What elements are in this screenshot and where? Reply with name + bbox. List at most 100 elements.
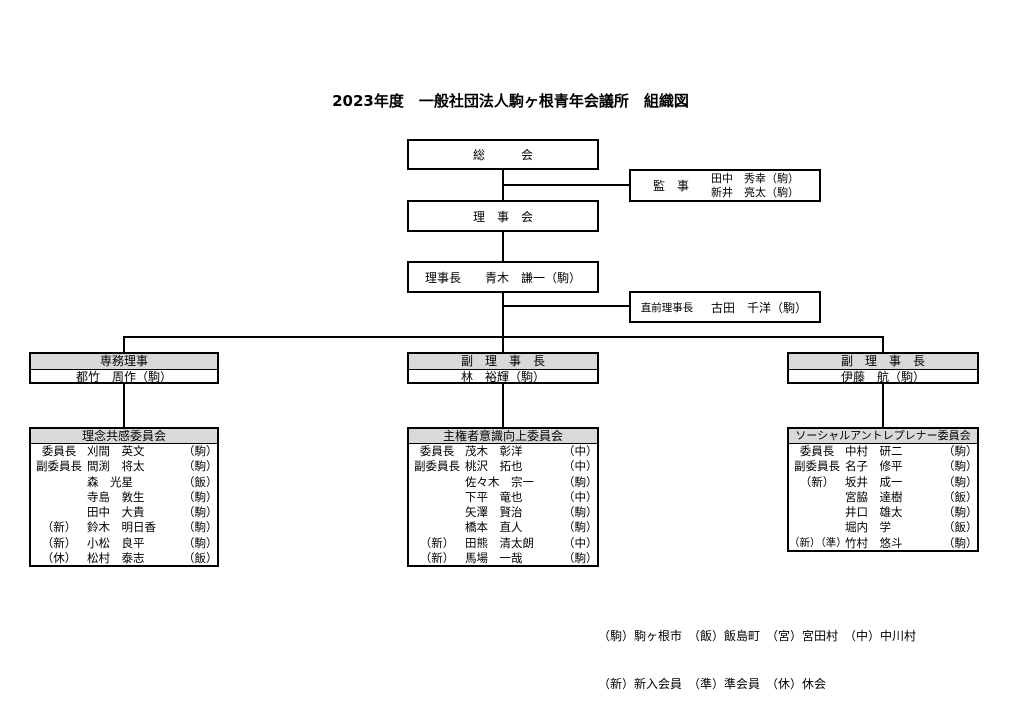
committee-member-row: 委員長中村 研二（駒） [789,444,978,459]
member-role: （新） [419,535,455,550]
committee-member-row: 副委員長桃沢 拓也 （中） [409,459,598,474]
committee-member-row: 寺島 敦生（駒） [31,489,218,505]
member-place: （中） [563,535,598,550]
member-name: 松村 泰志 [87,551,145,566]
member-place: （駒） [563,505,598,520]
member-name: 間渕 将太 [87,459,145,474]
member-name: 小松 良平 [87,535,145,550]
member-place: （駒） [943,474,978,489]
committee-member-row: 委員長刈間 英文（駒） [31,444,218,459]
officer-role: 副 理 事 長 [789,354,977,370]
member-place: （駒） [183,489,218,504]
member-place: （中） [563,444,598,458]
member-place: （駒） [183,535,218,550]
connector-auditors [502,184,630,186]
member-role: 委員長 [799,444,835,458]
board-box: 理 事 会 [407,200,599,232]
committee-member-row: （休） 松村 泰志 （飯） [31,551,218,566]
member-role: （新）（準） [789,536,847,549]
member-role: 副委員長 [794,459,840,474]
member-place: （飯） [943,489,978,504]
member-role [31,505,87,520]
member-place: （飯） [183,474,218,489]
auditors-box: 監 事 田中 秀幸（駒） 新井 亮太（駒） [629,169,821,202]
member-role: 委員長 [419,444,455,458]
member-name: 刈間 英文 [87,444,145,458]
member-name: 坂井 成一 [845,474,903,489]
member-role [409,505,465,520]
member-role [789,505,845,520]
member-role: （休） [41,551,77,566]
committee-title: 理念共感委員会 [31,429,217,444]
officer-name: 林 裕輝（駒） [460,370,545,384]
member-role: （新） [799,474,835,489]
connector-officer-left [123,336,125,353]
past-president-box: 直前理事長 古田 千洋（駒） [629,291,821,323]
member-role: （新） [41,520,77,535]
member-name: 田熊 清太朗 [465,535,534,550]
member-role [31,490,87,505]
member-place: （駒） [943,505,978,520]
general-meeting-box: 総 会 [407,139,599,170]
member-place: （駒） [183,520,218,535]
member-name: 森 光星 [87,474,133,489]
connector-past-president [502,305,630,307]
legend-line: （新）新入会員 （準）準会員 （休）休会 [598,677,827,691]
member-name: 堀内 学 [845,520,891,535]
committee-member-row: 下平 竜也 （中） [409,489,598,505]
committee-member-row: （新） 田熊 清太朗 （中） [409,535,598,551]
officer-box-vice-president-1: 副 理 事 長 林 裕輝（駒） [407,352,599,384]
member-role [409,475,465,490]
committee-member-row: 井口 雄太 （駒） [789,505,978,520]
member-place: （駒） [943,535,978,550]
member-place: （飯） [183,551,218,566]
committee-member-row: 森 光星 （飯） [31,474,218,490]
member-role [409,490,465,505]
member-name: 鈴木 明日香 [87,520,156,535]
auditor-name: 新井 亮太（駒） [711,185,799,199]
member-role [31,475,87,490]
committee-member-row: 佐々木 宗一 （駒） [409,474,598,490]
member-place: （中） [563,459,598,474]
member-place: （駒） [563,474,598,489]
member-role: 副委員長 [414,459,460,474]
committee-member-row: 副委員長間渕 将太（駒） [31,459,218,474]
committee-member-row: 委員長茂木 彰洋（中） [409,444,598,459]
member-place: （飯） [943,520,978,535]
member-name: 桃沢 拓也 [465,459,523,474]
committee-member-row: 堀内 学 （飯） [789,520,978,535]
member-role [789,490,845,505]
committee-box-philosophy: 理念共感委員会 委員長刈間 英文（駒） 副委員長間渕 将太（駒） 森 光星（飯）… [29,427,219,567]
president-box: 理事長 青木 謙一（駒） [407,261,599,293]
legend-line: （駒）駒ヶ根市 （飯）飯島町 （宮）宮田村 （中）中川村 [598,629,917,643]
committee-member-row: （新） 馬場 一哉 （駒） [409,551,598,566]
committee-member-row: 田中 大貴（駒） [31,505,218,520]
member-name: 矢澤 賢治 [465,505,523,520]
chart-title: 2023年度 一般社団法人駒ヶ根青年会議所 組織図 [332,92,689,110]
member-name: 佐々木 宗一 [465,474,534,489]
member-role: （新） [419,551,455,566]
member-role: 副委員長 [36,459,82,474]
member-role [409,520,465,535]
connector-officers-bar [123,336,884,338]
member-name: 中村 研二 [845,444,903,458]
member-name: 井口 雄太 [845,505,903,520]
committee-member-row: 宮脇 達樹（飯） [789,489,978,505]
member-name: 馬場 一哉 [465,551,523,566]
member-name: 名子 修平 [845,459,903,474]
connector-committee-right [882,383,884,428]
member-place: （駒） [563,551,598,566]
connector-officer-right [882,336,884,353]
member-role [789,520,845,535]
committee-member-row: （新） 坂井 成一 （駒） [789,474,978,490]
member-place: （駒） [943,459,978,474]
committee-member-row: （新）小松 良平（駒） [31,535,218,551]
officer-name: 都竹 周作（駒） [75,370,172,384]
member-place: （駒） [563,520,598,535]
connector-trunk-mid [502,231,504,262]
board-label: 理 事 会 [472,209,533,224]
member-place: （中） [563,489,598,504]
officer-role: 専務理事 [31,354,217,370]
member-name: 下平 竜也 [465,489,523,504]
connector-trunk-low [502,292,504,353]
